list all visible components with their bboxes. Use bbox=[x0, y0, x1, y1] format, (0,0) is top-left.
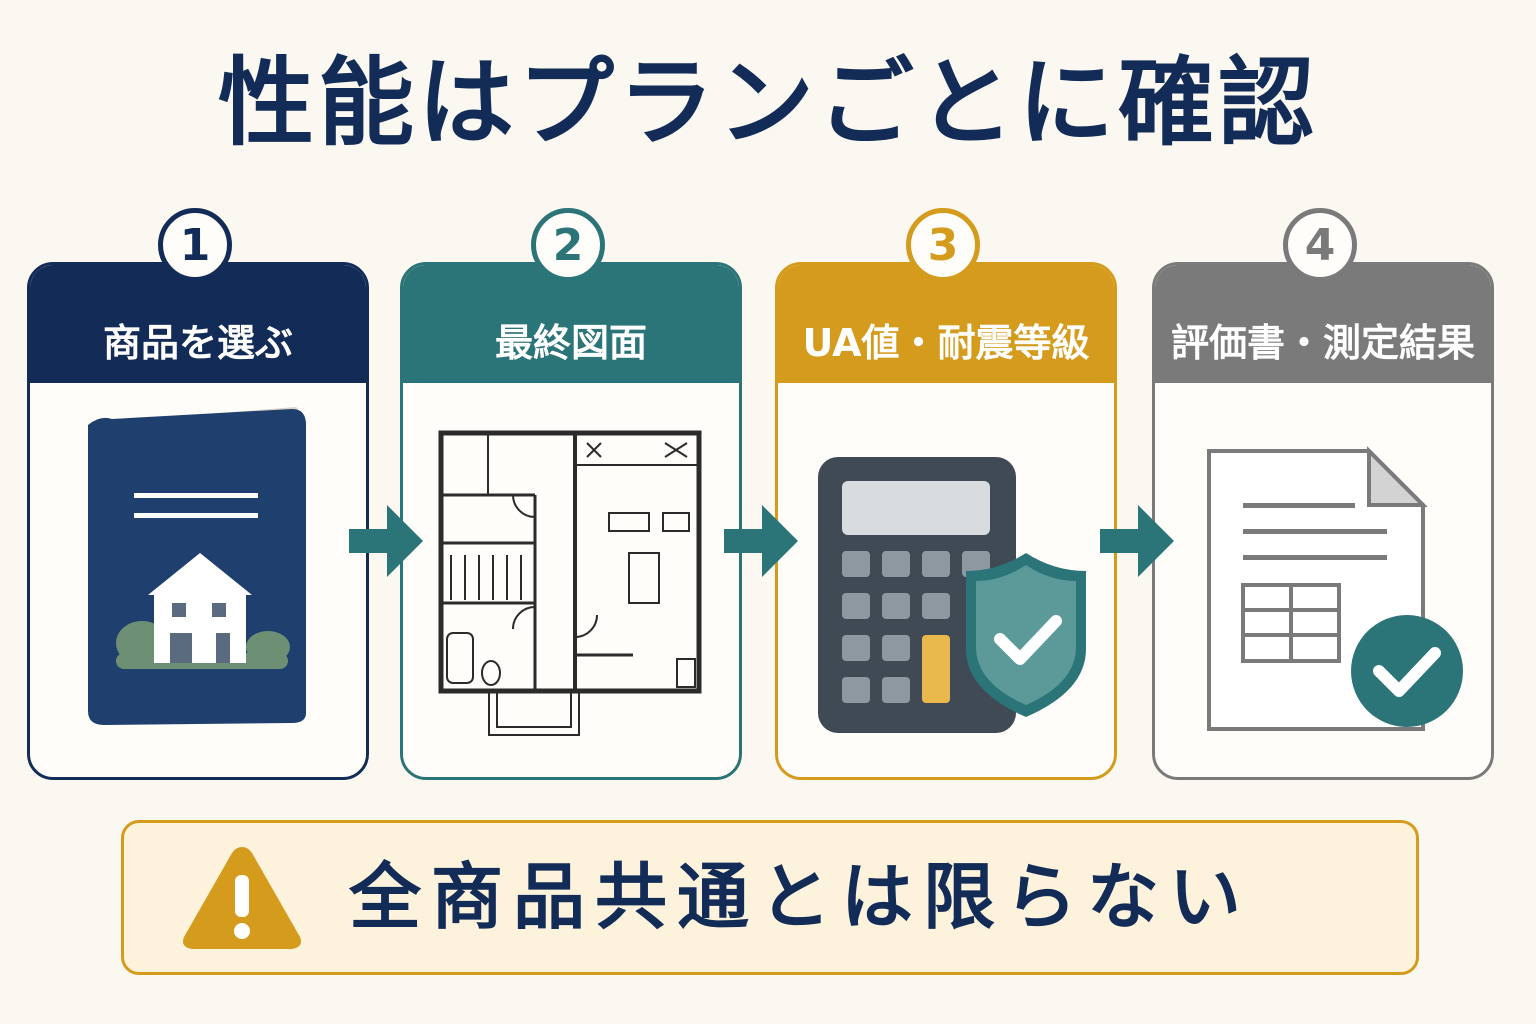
step-card: 評価書・測定結果 bbox=[1152, 262, 1494, 780]
step-card: 最終図面 bbox=[400, 262, 742, 780]
step-number-badge: 3 bbox=[906, 208, 980, 282]
step-card: 商品を選ぶ bbox=[27, 262, 369, 780]
step-label: UA値・耐震等級 bbox=[778, 265, 1114, 383]
step-label: 最終図面 bbox=[403, 265, 739, 383]
step-2: 2 最終図面 bbox=[400, 208, 742, 780]
arrow-right-icon bbox=[724, 505, 798, 577]
step-number-badge: 2 bbox=[531, 208, 605, 282]
step-3: 3 UA値・耐震等級 bbox=[775, 208, 1117, 780]
warning-icon bbox=[183, 847, 301, 949]
floor-plan-icon bbox=[438, 430, 702, 736]
calculator-shield-icon bbox=[818, 457, 1086, 733]
document-check-icon bbox=[1207, 446, 1463, 731]
warning-text: 全商品共通とは限らない bbox=[349, 855, 1252, 939]
step-card: UA値・耐震等級 bbox=[775, 262, 1117, 780]
arrow-right-icon bbox=[1100, 505, 1174, 577]
page-title: 性能はプランごとに確認 bbox=[218, 47, 1318, 159]
warning-banner: 全商品共通とは限らない bbox=[121, 820, 1419, 975]
step-1: 1 商品を選ぶ bbox=[27, 208, 369, 780]
step-label: 商品を選ぶ bbox=[30, 265, 366, 383]
arrow-right-icon bbox=[349, 505, 423, 577]
step-label: 評価書・測定結果 bbox=[1155, 265, 1491, 383]
step-number-badge: 1 bbox=[158, 208, 232, 282]
catalog-book-icon bbox=[88, 407, 306, 725]
step-4: 4 評価書・測定結果 bbox=[1152, 208, 1494, 780]
step-number-badge: 4 bbox=[1283, 208, 1357, 282]
